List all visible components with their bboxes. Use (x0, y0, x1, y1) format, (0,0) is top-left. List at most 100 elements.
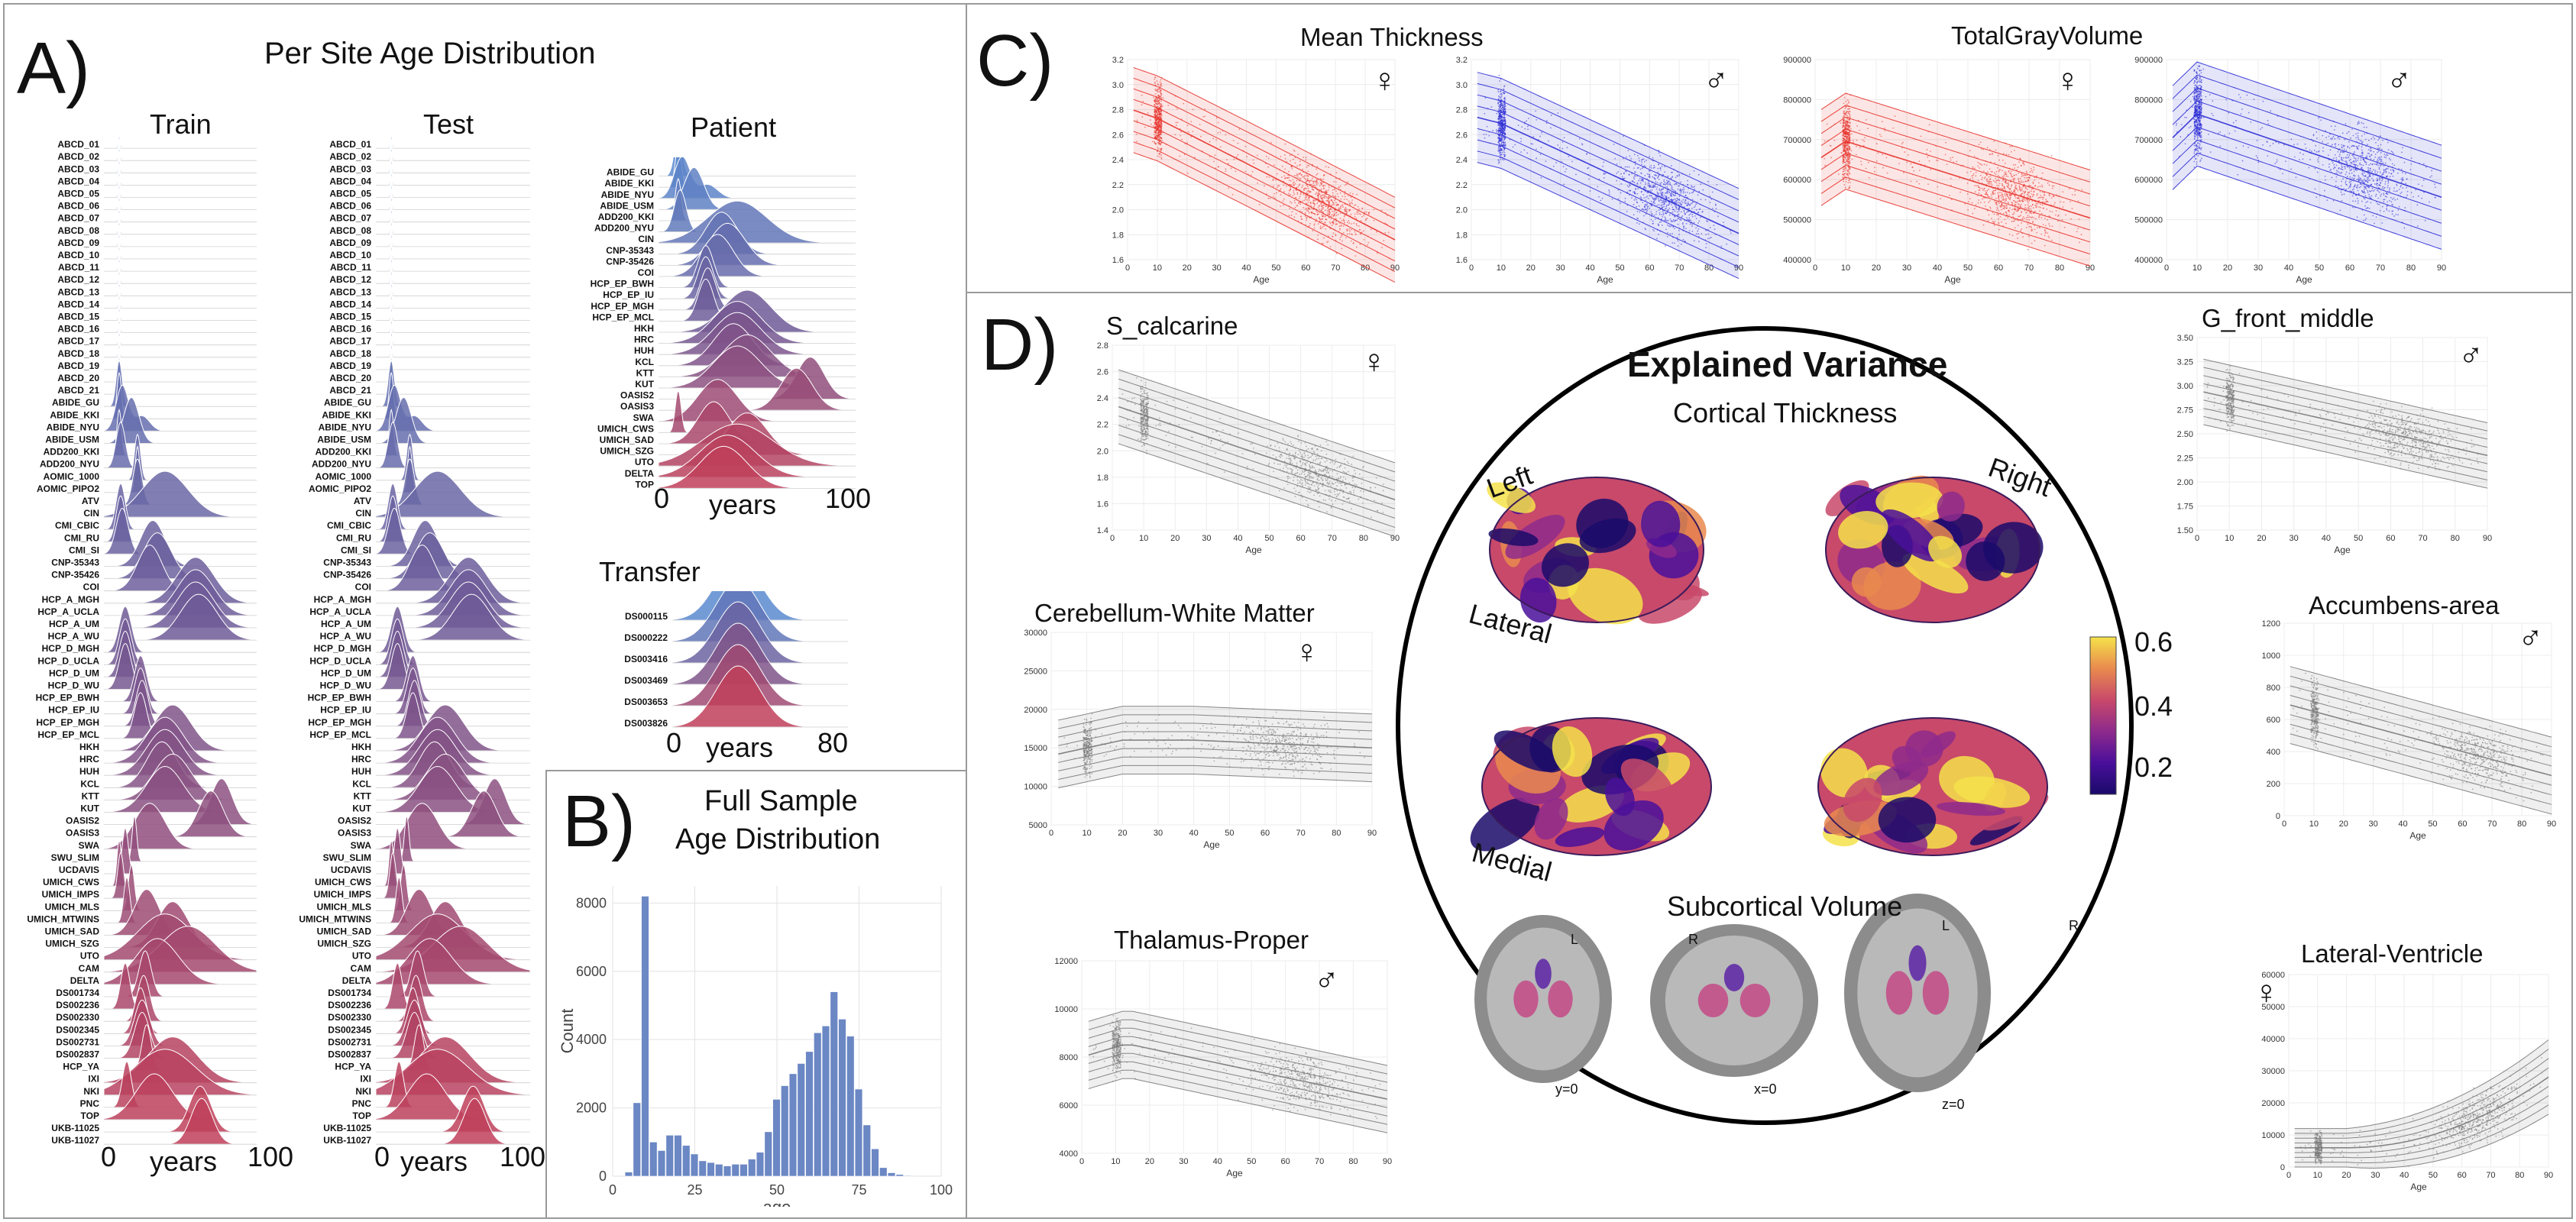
data-point (1504, 144, 1506, 146)
data-point (1985, 164, 1988, 166)
data-point (1305, 178, 1306, 180)
panel-b-label: B) (562, 781, 636, 862)
site-label: AOMIC_1000 (316, 471, 372, 482)
data-point (1648, 173, 1650, 176)
data-point (1160, 86, 1162, 88)
data-point (1565, 168, 1568, 170)
patient-axis-min: 0 (654, 483, 670, 514)
data-point (1175, 121, 1177, 124)
data-point (1985, 179, 1988, 182)
data-point (2019, 182, 2021, 184)
data-point (2040, 212, 2043, 215)
data-point (1646, 207, 1649, 209)
data-point (1308, 196, 1310, 199)
data-point (1310, 179, 1312, 182)
data-point (1989, 175, 1992, 177)
data-point (1644, 203, 1646, 205)
data-point (1986, 178, 1988, 180)
data-point (1675, 183, 1677, 185)
data-point (1334, 189, 1335, 191)
data-point (1362, 230, 1364, 232)
data-point (1636, 183, 1639, 185)
data-point (2010, 174, 2012, 176)
data-point (1998, 169, 2001, 171)
data-point (1309, 223, 1311, 225)
data-point (1305, 195, 1306, 197)
data-point (1273, 196, 1274, 198)
data-point (1865, 119, 1867, 121)
data-point (1159, 89, 1161, 91)
data-point (1356, 211, 1358, 213)
site-label: ABCD_12 (329, 274, 371, 285)
data-point (1658, 149, 1660, 151)
data-point (1319, 203, 1322, 205)
data-point (2004, 201, 2006, 202)
data-point (1847, 145, 1849, 147)
data-point (1598, 196, 1600, 198)
density-ridge (376, 238, 530, 284)
data-point (1688, 173, 1691, 176)
density-ridge (376, 128, 530, 173)
data-point (1306, 209, 1308, 212)
site-label: HKH (79, 742, 99, 752)
data-point (2055, 214, 2057, 216)
data-point (1307, 207, 1309, 209)
data-point (1842, 168, 1844, 170)
site-label: DS003416 (624, 654, 668, 664)
data-point (1693, 240, 1695, 242)
data-point (1497, 130, 1499, 132)
centile-line (1477, 139, 1739, 257)
data-point (1167, 105, 1170, 107)
data-point (1136, 119, 1138, 121)
data-point (1894, 115, 1896, 118)
data-point (1695, 227, 1697, 229)
data-point (2036, 231, 2038, 234)
data-point (1676, 211, 1678, 213)
data-point (1843, 132, 1845, 134)
data-point (1655, 211, 1658, 213)
data-point (1972, 166, 1974, 168)
data-point (2021, 212, 2022, 214)
data-point (1562, 166, 1565, 168)
data-point (1157, 88, 1160, 90)
data-point (1652, 186, 1653, 188)
data-point (1969, 170, 1972, 173)
data-point (1335, 223, 1337, 225)
data-point (1237, 142, 1239, 144)
data-point (1312, 184, 1314, 186)
data-point (1688, 218, 1690, 221)
site-label: ABCD_05 (57, 189, 99, 199)
data-point (1345, 211, 1348, 213)
data-point (1290, 189, 1292, 190)
data-point (1652, 176, 1654, 178)
data-point (1319, 218, 1321, 220)
data-point (1237, 154, 1239, 156)
data-point (1373, 209, 1375, 211)
data-point (1326, 207, 1328, 209)
data-point (1644, 174, 1646, 176)
site-label: ABCD_10 (329, 250, 371, 260)
data-point (1370, 228, 1372, 231)
data-point (1500, 105, 1502, 106)
site-label: TOP (636, 479, 654, 490)
data-point (1690, 219, 1692, 221)
data-point (1977, 161, 1979, 163)
data-point (1639, 196, 1642, 198)
data-point (2020, 158, 2021, 160)
data-point (2014, 208, 2016, 210)
site-label: UMICH_SAD (45, 926, 100, 937)
data-point (1635, 188, 1636, 189)
data-point (1160, 95, 1162, 96)
data-point (1154, 78, 1155, 80)
data-point (1843, 155, 1845, 157)
data-point (1843, 156, 1846, 158)
data-point (2044, 218, 2046, 219)
data-point (1684, 213, 1686, 215)
data-point (2020, 180, 2022, 183)
data-point (1251, 189, 1253, 192)
data-point (1847, 175, 1849, 177)
data-point (1360, 220, 1362, 221)
data-point (1976, 185, 1978, 187)
data-point (2063, 226, 2066, 228)
data-point (1363, 239, 1365, 241)
